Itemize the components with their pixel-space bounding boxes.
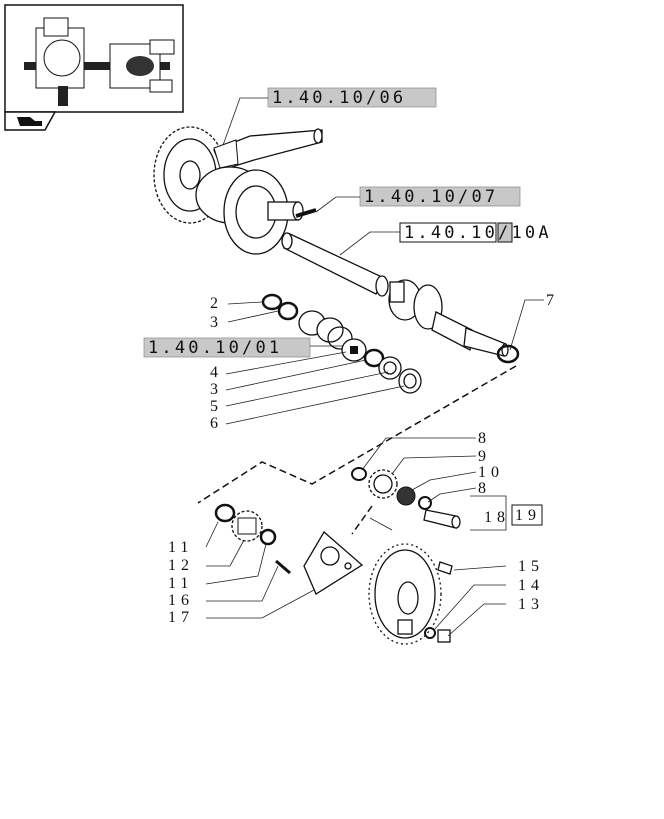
seal-4 — [341, 338, 367, 362]
gear-12 — [231, 510, 263, 542]
reference-label-2[interactable]: 1.40.10/07 — [359, 186, 521, 207]
bolt-16 — [275, 559, 291, 575]
callout-14: 14 — [518, 577, 544, 594]
callout-15: 15 — [518, 558, 544, 575]
reference-text: 1.40.10/01 — [148, 338, 282, 358]
plate-17 — [303, 530, 364, 595]
callout-5: 5 — [210, 398, 223, 415]
ring-8-upper — [351, 467, 367, 481]
callout-13: 13 — [518, 596, 544, 613]
callout-19-box — [511, 504, 543, 526]
screw-pin — [295, 208, 317, 218]
callout-8: 8 — [478, 480, 491, 497]
pinion-shaft — [213, 128, 323, 171]
reference-label-1[interactable]: 1.40.10/06 — [267, 87, 437, 108]
callout-11: 11 — [168, 539, 193, 556]
callout-4: 4 — [210, 364, 223, 381]
callout-19: 19 — [515, 507, 541, 524]
reference-text: 1.40.10/07 — [364, 187, 498, 207]
reference-text: 1.40.10/06 — [272, 88, 406, 108]
reference-text: 1.40.10/10A — [404, 223, 552, 243]
callout-2: 2 — [210, 295, 223, 312]
washer-6 — [398, 368, 422, 394]
gear-9 — [368, 469, 398, 499]
screw-13 — [437, 629, 451, 643]
bearing-4 — [298, 310, 353, 350]
callout-7: 7 — [546, 292, 559, 309]
callout-6: 6 — [210, 415, 223, 432]
ring-11-upper — [214, 503, 236, 523]
ring-11-lower — [259, 528, 277, 546]
callout-10: 10 — [478, 464, 504, 481]
axle-assembly-thumbnail — [4, 4, 184, 113]
universal-joint — [388, 279, 509, 357]
snap-ring-2 — [261, 293, 283, 311]
reference-label-3[interactable]: 1.40.10/10A — [399, 222, 552, 243]
washer-14 — [424, 627, 436, 639]
callout-18: 18 — [484, 509, 510, 526]
callout-9: 9 — [478, 448, 491, 465]
ring-7 — [496, 344, 520, 364]
washer-5 — [378, 356, 402, 380]
ring-8-lower — [418, 496, 432, 510]
cover-flange — [368, 543, 442, 645]
callout-3: 3 — [210, 314, 223, 331]
callout-12: 12 — [168, 557, 194, 574]
snap-ring-3-upper — [277, 301, 299, 321]
assembly-line-2 — [351, 505, 373, 535]
callout-17: 17 — [168, 609, 194, 626]
assembly-line — [197, 365, 517, 504]
arrow-hand-icon[interactable] — [4, 111, 57, 131]
differential-housing — [195, 166, 304, 255]
pin-18 — [423, 509, 461, 529]
bearing-10 — [396, 486, 416, 506]
callout-11: 11 — [168, 575, 193, 592]
callout-8: 8 — [478, 430, 491, 447]
snap-ring-3-lower — [363, 348, 385, 368]
reference-label-4[interactable]: 1.40.10/01 — [143, 337, 311, 358]
screw-15 — [437, 561, 453, 575]
callout-16: 16 — [168, 592, 194, 609]
callout-3: 3 — [210, 381, 223, 398]
axle-shaft — [281, 232, 389, 297]
